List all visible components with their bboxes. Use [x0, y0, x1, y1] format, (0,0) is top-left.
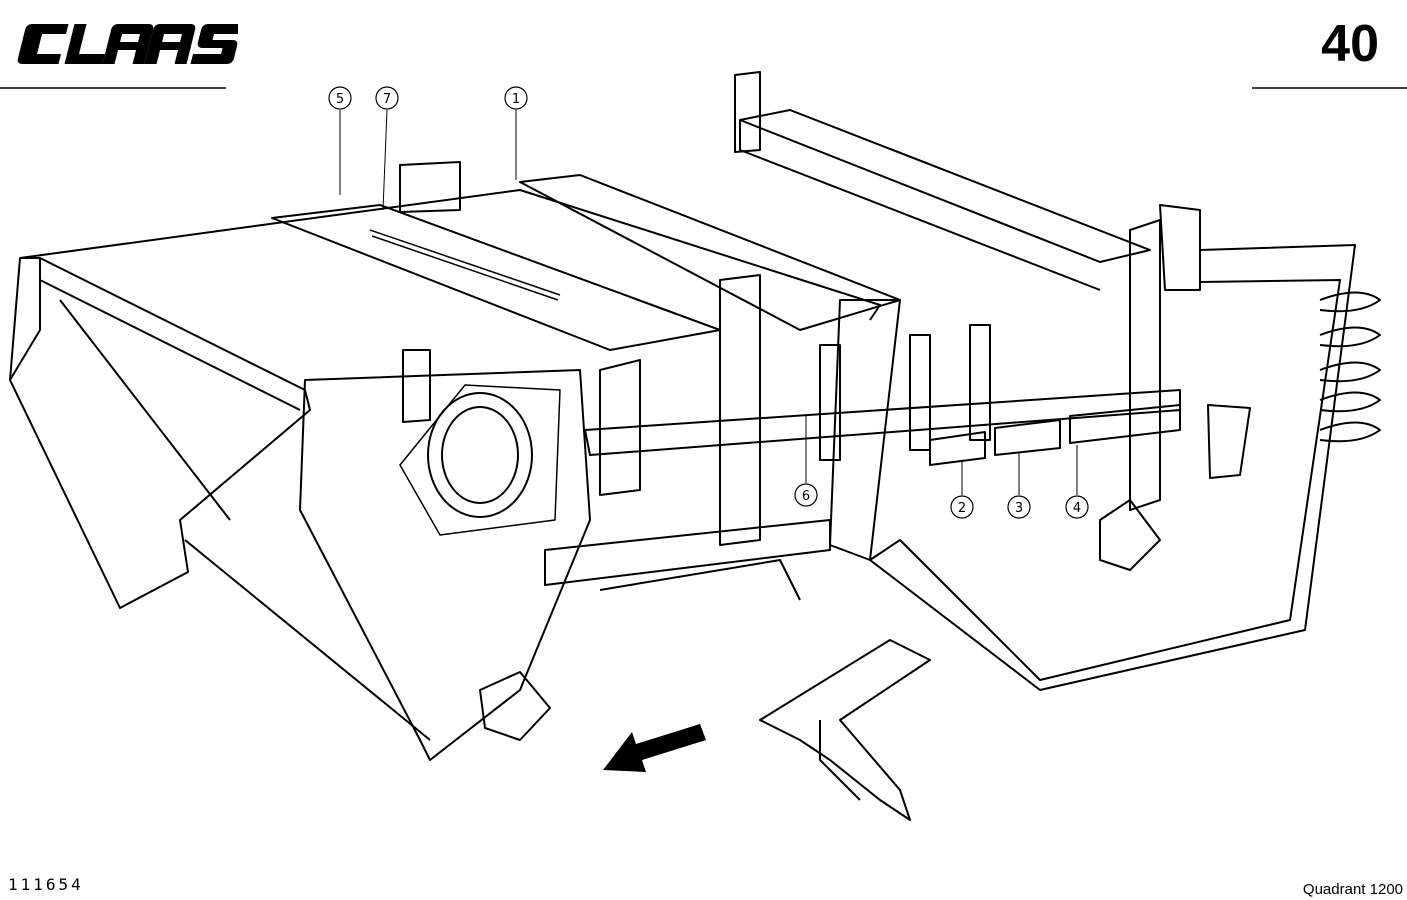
rear-upper-rail [739, 109, 1151, 263]
callout-7: 7 [375, 86, 399, 110]
svg-text:5: 5 [336, 92, 344, 107]
callout-3: 3 [1007, 495, 1031, 519]
claas-logo [17, 24, 238, 64]
drawing-id: 111654 [8, 875, 84, 894]
disc-stack [1319, 291, 1381, 443]
travel-direction-arrow-icon [603, 724, 706, 772]
svg-text:1: 1 [512, 92, 520, 107]
svg-text:6: 6 [802, 489, 810, 504]
callout-1: 1 [504, 86, 528, 110]
drawbar [759, 639, 931, 821]
svg-text:7: 7 [383, 92, 391, 107]
callout-4: 4 [1065, 495, 1089, 519]
callout-bubbles: 5 7 1 6 2 3 4 [328, 86, 1089, 519]
svg-text:2: 2 [958, 501, 966, 516]
center-upright [719, 274, 761, 546]
left-coupling-socket [479, 671, 551, 741]
model-name: Quadrant 1200 [1302, 881, 1403, 898]
callout-2: 2 [950, 495, 974, 519]
bearing-housing [427, 392, 533, 518]
svg-text:3: 3 [1015, 501, 1023, 516]
header-rules [0, 87, 1407, 89]
part-4-bracket [1069, 404, 1181, 444]
part-3-bracket [994, 419, 1061, 456]
upper-cross-plate [271, 204, 721, 351]
main-top-rail [19, 189, 881, 321]
center-side-wall [299, 369, 591, 761]
page-number: 40 [1321, 15, 1379, 73]
callout-5: 5 [328, 86, 352, 110]
lower-cross-beam [544, 519, 831, 586]
right-coupling-head [1099, 499, 1161, 571]
top-longitudinal-plate [519, 174, 901, 331]
svg-text:4: 4 [1073, 501, 1081, 516]
callout-6: 6 [794, 483, 818, 507]
right-end-frame [869, 244, 1356, 691]
part-2-bracket [929, 431, 986, 466]
left-end-frame [9, 257, 311, 609]
